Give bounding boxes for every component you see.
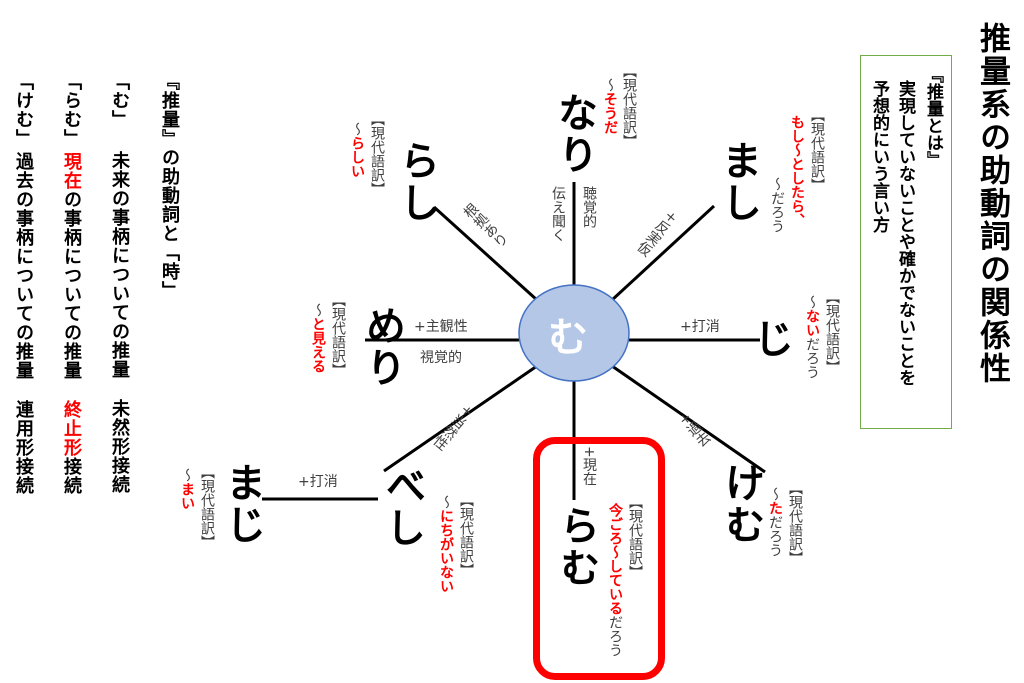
translation-kemu: ～ただろう: [767, 487, 783, 557]
node-nari: なり: [551, 92, 597, 176]
edge-label-nari-left: 伝え聞く: [550, 186, 566, 242]
row-connection: 連用形接続: [13, 400, 34, 495]
row-desc: の事柄についての推量: [13, 190, 34, 380]
edge-label-ramu: +現在: [581, 446, 597, 486]
edge-label-maji: +打消: [298, 474, 338, 490]
node-ramu: らむ: [553, 505, 599, 589]
translation-mashi-red: もし～としたら、: [789, 115, 805, 227]
translation-label: 【現代語訳】: [330, 293, 346, 377]
translation-label: 【現代語訳】: [787, 481, 803, 565]
translation-label: 【現代語訳】: [199, 465, 215, 549]
translation-rest: だろう: [804, 337, 820, 379]
tilde: ～: [602, 78, 618, 92]
node-beshi: べし: [379, 465, 425, 549]
translation-red: にちがいない: [438, 509, 454, 593]
translation-red: ない: [804, 309, 820, 337]
translation-label: 【現代語訳】: [824, 290, 840, 374]
definition-heading: 『推量とは』: [923, 66, 943, 168]
row-word: 「む」: [109, 72, 130, 129]
tilde: ～: [179, 468, 195, 482]
translation-label: 【現代語訳】: [458, 493, 474, 577]
edge-rashi: [432, 205, 539, 302]
translation-rest: だろう: [767, 515, 783, 557]
edge-label-meri-top: +主観性: [414, 319, 468, 335]
edge-beshi: [383, 364, 538, 473]
translation-label: 【現代語訳】: [809, 108, 825, 192]
node-ji: じ: [747, 318, 793, 360]
node-meri: めり: [359, 305, 405, 389]
definition-box: [860, 55, 952, 429]
edge-label-nari-right: 聴覚的: [581, 186, 597, 228]
node-maji: まじ: [219, 462, 265, 546]
definition-line: 実現していないことや確かでないことを: [895, 80, 915, 386]
edge-label-meri-bottom: 視覚的: [420, 350, 462, 366]
edge-label-ji: +打消: [680, 319, 720, 335]
translation-label: 【現代語訳】: [627, 495, 643, 579]
translation-red: そうだ: [602, 92, 618, 134]
translation-label: 【現代語訳】: [369, 112, 385, 196]
tense-row-ramu: 「らむ」現在の事柄についての推量終止形接続: [61, 72, 82, 495]
center-circle: [518, 284, 630, 382]
node-rashi: らし: [393, 140, 439, 224]
translation-red: まい: [179, 482, 195, 510]
translation-nari: ～そうだ: [602, 78, 618, 134]
translation-beshi: ～にちがいない: [438, 495, 454, 593]
tilde: ～: [310, 303, 326, 317]
row-word: 「らむ」: [61, 72, 82, 148]
row-connection: 未然形接続: [109, 399, 130, 494]
translation-rest: だろう: [607, 615, 623, 657]
row-connection: 接続: [61, 457, 82, 495]
tense-row-mu: 「む」未来の事柄についての推量未然形接続: [109, 72, 130, 494]
row-time: 現在: [61, 152, 82, 190]
row-desc: の事柄についての推量: [109, 189, 130, 379]
tilde: ～: [438, 495, 454, 509]
translation-red: らしい: [349, 136, 365, 178]
tilde: ～: [804, 295, 820, 309]
definition-line: 予想的にいう言い方: [869, 80, 889, 233]
node-mashi: まし: [715, 140, 761, 224]
translation-mashi: ～だろう: [769, 177, 785, 233]
translation-red: た: [767, 501, 783, 515]
translation-red: と見える: [310, 317, 326, 373]
translation-meri: ～と見える: [310, 303, 326, 373]
row-word: 「けむ」: [13, 72, 34, 148]
translation-rashi: ～らしい: [349, 122, 365, 178]
edge-mashi: [610, 204, 716, 302]
row-connection-red: 終止形: [61, 400, 82, 457]
translation-red: 今ごろ～している: [607, 503, 623, 615]
row-time: 未来: [109, 151, 130, 189]
translation-ramu: 今ごろ～しているだろう: [607, 503, 623, 657]
tilde: ～: [767, 487, 783, 501]
row-desc: の事柄についての推量: [61, 190, 82, 380]
tilde: ～: [349, 122, 365, 136]
node-kemu: けむ: [718, 462, 764, 546]
highlight-box: [533, 437, 665, 680]
translation-label: 【現代語訳】: [621, 64, 637, 148]
edge-kemu: [611, 364, 766, 474]
translation-maji: ～まい: [179, 468, 195, 510]
row-time: 過去: [13, 152, 34, 190]
center-label: む: [548, 315, 588, 361]
translation-ji: ～ないだろう: [804, 295, 820, 379]
page-title: 推量系の助動詞の関係性: [974, 22, 1010, 385]
left-heading: 『推量』の助動詞と「時」: [159, 72, 180, 300]
tense-row-kemu: 「けむ」過去の事柄についての推量連用形接続: [13, 72, 34, 495]
translation-red: もし～としたら、: [789, 115, 805, 227]
